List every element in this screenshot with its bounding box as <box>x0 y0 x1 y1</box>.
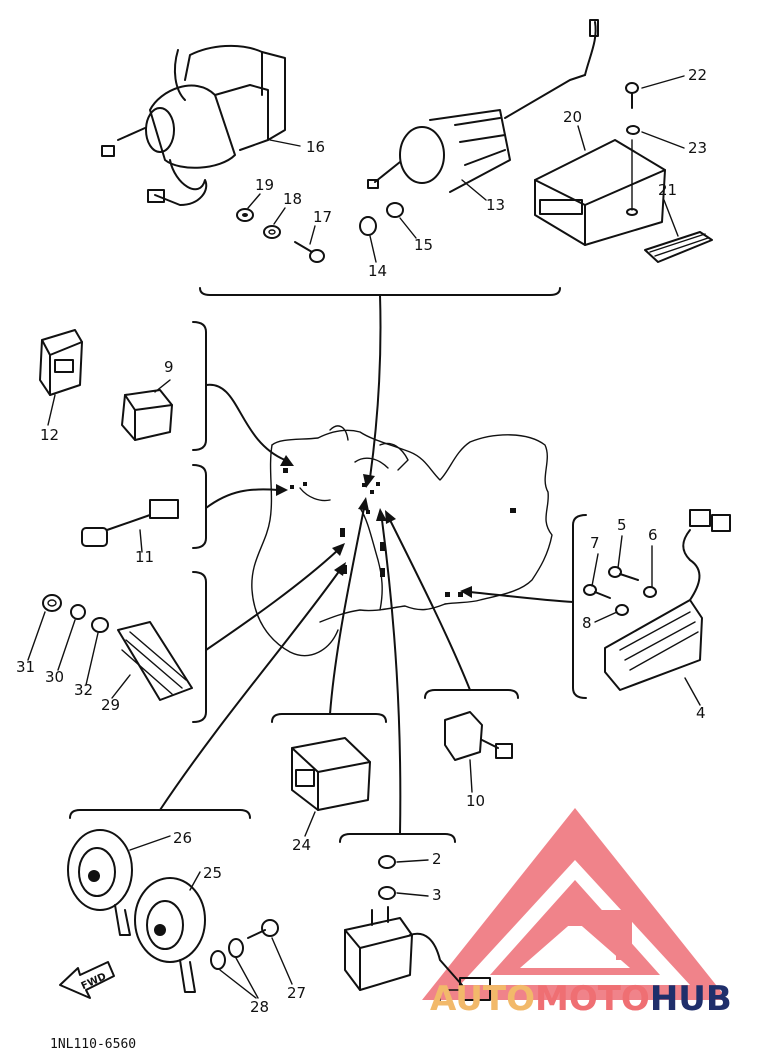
callout-25: 25 <box>203 864 222 882</box>
callout-16: 16 <box>306 138 325 156</box>
part-31-nut <box>42 594 62 612</box>
callout-9: 9 <box>164 358 174 376</box>
part-11-sensor-lead <box>81 499 179 547</box>
part-5-bolt <box>608 566 639 581</box>
callout-23: 23 <box>688 139 707 157</box>
part-32-washer <box>91 617 109 633</box>
callout-18: 18 <box>283 190 302 208</box>
part-24-relay-unit <box>291 737 371 811</box>
watermark-logo <box>422 808 728 1000</box>
callout-5: 5 <box>617 516 627 534</box>
callout-27: 27 <box>287 984 306 1002</box>
part-3-nut <box>378 886 396 900</box>
part-20-control-unit <box>534 139 666 246</box>
part-7-bolt <box>583 584 611 599</box>
part-9-relay-cover <box>121 389 173 441</box>
part-29-reflector <box>117 621 193 701</box>
fwd-direction-arrow: FWD <box>59 961 115 999</box>
callout-30: 30 <box>45 668 64 686</box>
callout-15: 15 <box>414 236 433 254</box>
callout-14: 14 <box>368 262 387 280</box>
callout-4: 4 <box>696 704 706 722</box>
part-18-nut <box>263 225 281 239</box>
part-28-washers <box>210 938 244 970</box>
fwd-label: FWD <box>80 971 108 992</box>
part-19-washer <box>236 208 254 222</box>
callout-8: 8 <box>582 614 592 632</box>
part-17-bolt <box>294 241 325 263</box>
callout-20: 20 <box>563 108 582 126</box>
part-8-washer <box>615 604 629 616</box>
callout-11: 11 <box>135 548 154 566</box>
callout-1: 1 <box>435 990 445 1008</box>
callout-2: 2 <box>432 850 442 868</box>
watermark-auto: AUTO <box>430 979 535 1019</box>
callout-29: 29 <box>101 696 120 714</box>
callout-10: 10 <box>466 792 485 810</box>
callout-13: 13 <box>486 196 505 214</box>
part-12-relay <box>39 329 83 396</box>
callout-26: 26 <box>173 829 192 847</box>
part-14-grommet <box>359 216 377 236</box>
watermark-hub: HUB <box>650 979 732 1019</box>
part-22-screw <box>625 82 639 109</box>
drawing-code: 1NL110-6560 <box>50 1037 136 1052</box>
callout-21: 21 <box>658 181 677 199</box>
callout-24: 24 <box>292 836 311 854</box>
label-leaders <box>27 75 701 999</box>
callout-28: 28 <box>250 998 269 1016</box>
callout-22: 22 <box>688 66 707 84</box>
part-26-horn <box>67 829 133 936</box>
leader-arrows <box>159 294 574 835</box>
part-4-rectifier-regulator <box>604 509 731 691</box>
callout-6: 6 <box>648 526 658 544</box>
callout-32: 32 <box>74 681 93 699</box>
part-21-connector <box>644 231 713 263</box>
part-10-flasher-relay <box>444 711 513 761</box>
callout-12: 12 <box>40 426 59 444</box>
callout-19: 19 <box>255 176 274 194</box>
callout-3: 3 <box>432 886 442 904</box>
callout-labels: 1 2 3 4 5 6 7 8 9 10 11 12 13 14 15 16 1… <box>16 66 707 1016</box>
part-13-cable-actuator <box>367 19 599 193</box>
callout-17: 17 <box>313 208 332 226</box>
part-16-servo-motor <box>101 44 286 206</box>
callout-7: 7 <box>590 534 600 552</box>
part-6-washer <box>643 586 657 598</box>
motorcycle-outline <box>251 425 553 657</box>
part-1-starter-relay <box>344 906 491 1001</box>
part-30-washer <box>70 604 86 620</box>
part-25-horn <box>134 877 206 993</box>
part-23-washer <box>626 125 640 135</box>
svg-text:AUTOMOTOHUB: AUTOMOTOHUB <box>430 979 732 1019</box>
part-27-bolt <box>247 919 279 939</box>
callout-31: 31 <box>16 658 35 676</box>
part-15-nut <box>386 202 404 218</box>
part-2-nut <box>378 855 396 869</box>
watermark-moto: MOTO <box>535 979 650 1019</box>
watermark-text: AUTOMOTOHUB <box>430 979 732 1019</box>
